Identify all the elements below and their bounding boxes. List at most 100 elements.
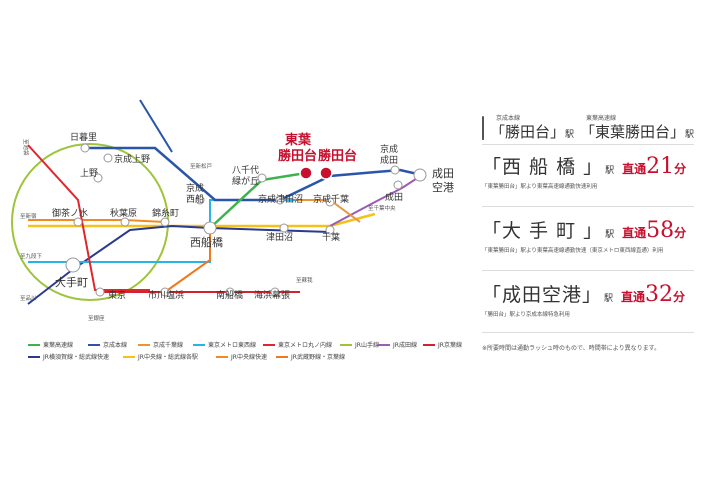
row-minutes: 32	[645, 282, 674, 307]
legend-swatch	[193, 343, 205, 346]
legend-label: 京成本線	[103, 342, 128, 349]
legend-swatch	[88, 343, 100, 346]
row-note: 「東葉勝田台」駅より東葉高速線通勤快速（東京メトロ東西線直通）利用	[482, 248, 664, 254]
legend-label: JR横須賀線・総武線快速	[43, 354, 109, 361]
station-ochanomizu: 御茶ノ水	[52, 207, 88, 219]
header-main-right: 「東葉勝田台」	[579, 123, 685, 141]
panel-header: 京成本線 「勝田台」駅 東葉高速線 「東葉勝田台」駅	[482, 100, 694, 145]
header-left: 京成本線 「勝田台」駅	[490, 115, 574, 144]
legend-swatch	[216, 355, 228, 358]
legend-label: JR中央線・総武線各駅	[138, 354, 198, 361]
legend-item: JR中央線快速	[216, 352, 267, 361]
legend-item: JR成田線	[378, 340, 417, 349]
dest-toyo-1: 東葉	[285, 132, 312, 148]
station-narita-airport-1: 成田	[432, 167, 454, 180]
row-unit: 分	[673, 290, 686, 304]
station-midorigaoka: 緑が丘	[232, 175, 259, 187]
row-line: 「大 手 町 」 駅 直通 58 分	[482, 216, 694, 243]
legend-label: 京成千葉線	[153, 342, 184, 349]
header-station-left: 「勝田台」駅	[490, 123, 574, 144]
legend-item: JR横須賀線・総武線快速	[28, 352, 109, 361]
station-keisei-narita-1: 京成	[380, 143, 398, 155]
legend-label: JR中央線快速	[231, 354, 267, 361]
legend-item: 京成本線	[88, 340, 127, 349]
row-minutes: 21	[646, 154, 675, 179]
route-map: 東葉 勝田台 勝田台 日暮里 京成上野 上野 八千代 緑が丘 京成 西船 京成 …	[11, 99, 454, 322]
row-minutes: 58	[646, 218, 675, 243]
row-unit: 分	[674, 226, 687, 240]
chuo-sobu-line	[28, 212, 376, 228]
row-station: 「大 手 町 」	[482, 220, 604, 242]
row-direct: 直通	[622, 162, 647, 176]
header-main-left: 「勝田台」	[489, 123, 565, 141]
legend-swatch	[276, 355, 288, 358]
legend-swatch	[340, 343, 352, 346]
legend-swatch	[378, 343, 390, 346]
edge-ikebukuro: 至池袋	[22, 139, 30, 156]
row-divider	[482, 270, 694, 271]
legend-swatch	[123, 355, 135, 358]
edge-shinmatsudo: 至新松戸	[190, 162, 213, 170]
header-eki-2: 駅	[684, 130, 694, 140]
destination-marker-toyo	[299, 166, 313, 180]
legend-swatch	[28, 343, 40, 346]
legend-label: JR京葉線	[438, 342, 462, 349]
station-yachiyo: 八千代	[232, 165, 259, 176]
row-divider	[482, 332, 694, 333]
narita-line	[329, 174, 423, 227]
station-kaihinmakuhari: 海浜幕張	[254, 289, 290, 301]
row-unit: 分	[674, 162, 687, 176]
station-tsudanuma: 津田沼	[266, 232, 293, 243]
access-panel: 京成本線 「勝田台」駅 東葉高速線 「東葉勝田台」駅 「西 船 橋 」 駅 直通…	[482, 100, 694, 333]
legend-swatch	[423, 343, 435, 346]
row-eki: 駅	[605, 230, 615, 240]
legend-label: 東京メトロ東西線	[208, 342, 257, 349]
station-keisei-nishifuna-1: 京成	[186, 182, 204, 194]
header-eki-1: 駅	[564, 130, 574, 140]
edge-chiba-chuo: 至千葉中央	[368, 204, 396, 212]
station-narita-airport-2: 空港	[432, 180, 454, 194]
station-tokyo: 東京	[108, 289, 126, 301]
marunouchi-line	[27, 144, 150, 291]
dest-keisei: 勝田台	[318, 148, 357, 164]
row-note: 「東葉勝田台」駅より東葉高速線通勤快速利用	[482, 184, 598, 190]
yamanote-line	[11, 143, 169, 301]
legend-item: JR中央線・総武線各駅	[123, 352, 198, 361]
legend-swatch	[263, 343, 275, 346]
row-station: 「成田空港」	[482, 284, 603, 306]
row-direct: 直通	[622, 226, 647, 240]
station-keisei-narita-2: 成田	[380, 154, 398, 166]
station-kinshicho: 錦糸町	[152, 207, 179, 219]
footnote: ※所要時間は通勤ラッシュ時のもので、時間帯により異なります。	[482, 345, 661, 352]
header-station-right: 「東葉勝田台」駅	[580, 123, 694, 144]
row-line: 「成田空港」 駅 直通 32 分	[482, 280, 694, 307]
row-line: 「西 船 橋 」 駅 直通 21 分	[482, 152, 694, 179]
row-station: 「西 船 橋 」	[482, 156, 604, 178]
station-nishifunabashi: 西船橋	[190, 235, 223, 249]
route-row-otemachi: 「大 手 町 」 駅 直通 58 分 「東葉勝田台」駅より東葉高速線通勤快速（東…	[482, 216, 694, 254]
legend-item: 東京メトロ丸ノ内線	[263, 340, 332, 349]
station-minamifunabashi: 南船橋	[216, 289, 243, 301]
legend-label: JR成田線	[393, 342, 417, 349]
edge-kudanshita: 至九段下	[20, 252, 43, 260]
station-otemachi: 大手町	[55, 275, 88, 289]
sobu-rapid-line	[27, 224, 331, 305]
row-direct: 直通	[621, 290, 646, 304]
train-icon	[482, 116, 500, 140]
station-chiba: 千葉	[322, 231, 340, 243]
station-keisei-chiba: 京成千葉	[313, 193, 349, 205]
destination-marker-keisei	[319, 166, 333, 180]
station-keisei-ueno: 京成上野	[114, 153, 150, 165]
row-eki: 駅	[605, 166, 615, 176]
dest-toyo-2: 勝田台	[278, 148, 317, 164]
row-divider	[482, 206, 694, 207]
station-ichikawashiohama: 市川塩浜	[148, 289, 184, 301]
edge-soga: 至蘇我	[296, 276, 313, 284]
station-keisei-nishifuna-2: 西船	[186, 193, 204, 205]
legend-item: 東葉高速線	[28, 340, 73, 349]
edge-ginza: 至銀座	[88, 314, 105, 322]
legend-label: 東京メトロ丸ノ内線	[278, 342, 333, 349]
legend-label: JR武蔵野線・京葉線	[291, 354, 345, 361]
legend-item: JR京葉線	[423, 340, 462, 349]
legend-label: 東葉高速線	[43, 342, 74, 349]
